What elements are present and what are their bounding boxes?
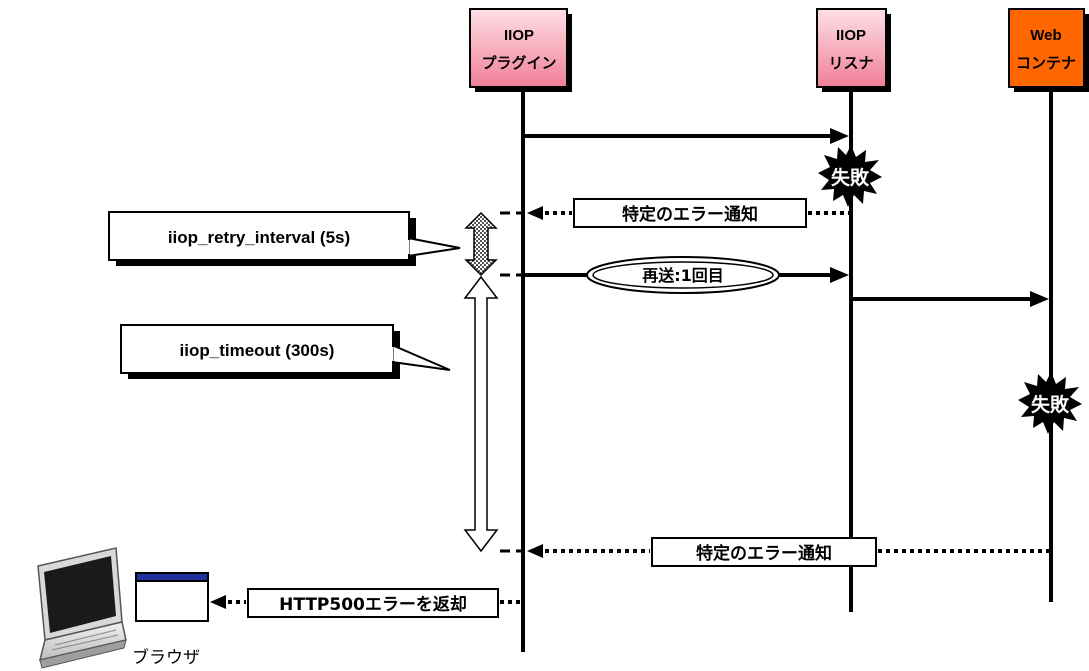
message-request	[525, 128, 849, 144]
callout-retry-interval: iiop_retry_interval (5s)	[108, 211, 461, 266]
failure-label-listener: 失敗	[831, 166, 870, 189]
participant-web: Web コンテナ	[1008, 8, 1089, 92]
laptop-icon	[37, 547, 127, 669]
resend-label: 再送:1回目	[642, 266, 724, 285]
participant-listener-line1: IIOP	[836, 27, 866, 44]
message-resend: 再送:1回目	[500, 256, 849, 294]
callout-timeout: iiop_timeout (300s)	[120, 324, 451, 379]
participant-web-line1: Web	[1030, 27, 1061, 44]
failure-burst-web: 失敗	[1018, 372, 1082, 434]
error-notice-1-label: 特定のエラー通知	[622, 204, 758, 225]
participant-plugin: IIOP プラグイン	[469, 8, 572, 92]
browser-label: ブラウザ	[132, 647, 200, 668]
timeout-label: iiop_timeout (300s)	[180, 341, 335, 360]
participant-listener: IIOP リスナ	[816, 8, 891, 92]
message-http500: HTTP500エラーを返却	[210, 588, 521, 618]
participant-web-line2: コンテナ	[1016, 54, 1076, 72]
error-notice-2-label: 特定のエラー通知	[696, 543, 832, 564]
timeout-arrow	[463, 275, 499, 553]
browser-window-icon	[135, 572, 209, 622]
message-error-notice-1: 特定のエラー通知	[500, 198, 849, 228]
message-forward-web	[853, 291, 1049, 307]
http500-label: HTTP500エラーを返却	[279, 594, 467, 615]
participant-listener-line2: リスナ	[828, 54, 873, 72]
participant-plugin-line1: IIOP	[504, 27, 534, 44]
message-error-notice-2: 特定のエラー通知	[500, 537, 1049, 567]
retry-interval-arrow	[464, 211, 498, 277]
participant-plugin-line2: プラグイン	[481, 54, 556, 72]
retry-interval-label: iiop_retry_interval (5s)	[168, 228, 350, 247]
failure-burst-listener: 失敗	[818, 145, 882, 207]
failure-label-web: 失敗	[1031, 393, 1070, 416]
